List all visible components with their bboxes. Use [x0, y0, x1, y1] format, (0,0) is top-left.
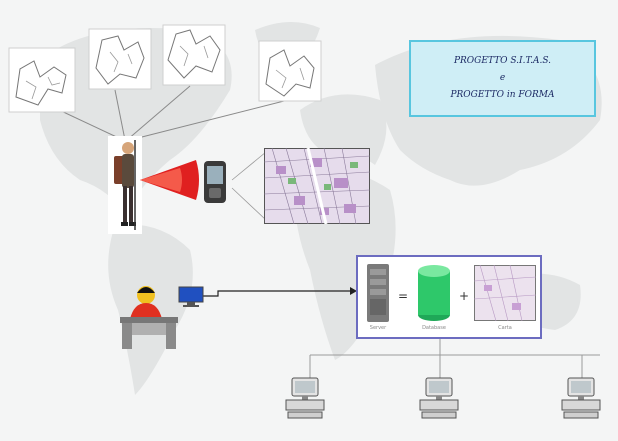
desk-operator-icon	[120, 286, 178, 349]
connector-line	[129, 99, 289, 141]
parcel-sketch-icon	[88, 28, 152, 90]
pda-map-link	[231, 151, 267, 181]
hiker-icon	[108, 136, 142, 234]
computer-terminal-icon	[285, 377, 325, 419]
project-title-line-1: PROGETTO S.I.T.A.S.	[453, 56, 552, 66]
connector-line	[126, 85, 191, 141]
server-label: Server	[369, 325, 387, 331]
project-title-line-2: PROGETTO in FORMA	[450, 90, 555, 100]
signal-beam	[140, 160, 199, 200]
parcel-sketch-icon	[8, 47, 76, 113]
map-thumbnail-icon	[474, 265, 536, 321]
map-label: Carta	[498, 325, 512, 331]
parcel-sketch-icon	[162, 24, 226, 86]
data-system-box: Server = Database + Carta	[356, 255, 542, 339]
computer-terminal-icon	[419, 377, 459, 419]
pda-icon	[204, 161, 226, 203]
plus-sign: +	[459, 289, 470, 303]
project-title-box: PROGETTO S.I.T.A.S. e PROGETTO in FORMA	[409, 40, 596, 117]
monitor-icon	[178, 286, 204, 307]
network-arrow	[350, 287, 357, 295]
project-title-conjunction: e	[499, 73, 506, 83]
computer-terminal-icon	[561, 377, 601, 419]
database-icon	[418, 265, 450, 321]
database-label: Database	[422, 325, 446, 331]
parcel-sketch-icon	[258, 40, 322, 102]
equals-sign: =	[398, 289, 409, 303]
cadastral-map-sheet	[264, 148, 370, 224]
server-icon	[367, 264, 389, 322]
connector-line	[114, 89, 126, 141]
pda-map-link	[231, 187, 267, 221]
network-cable	[203, 290, 350, 297]
